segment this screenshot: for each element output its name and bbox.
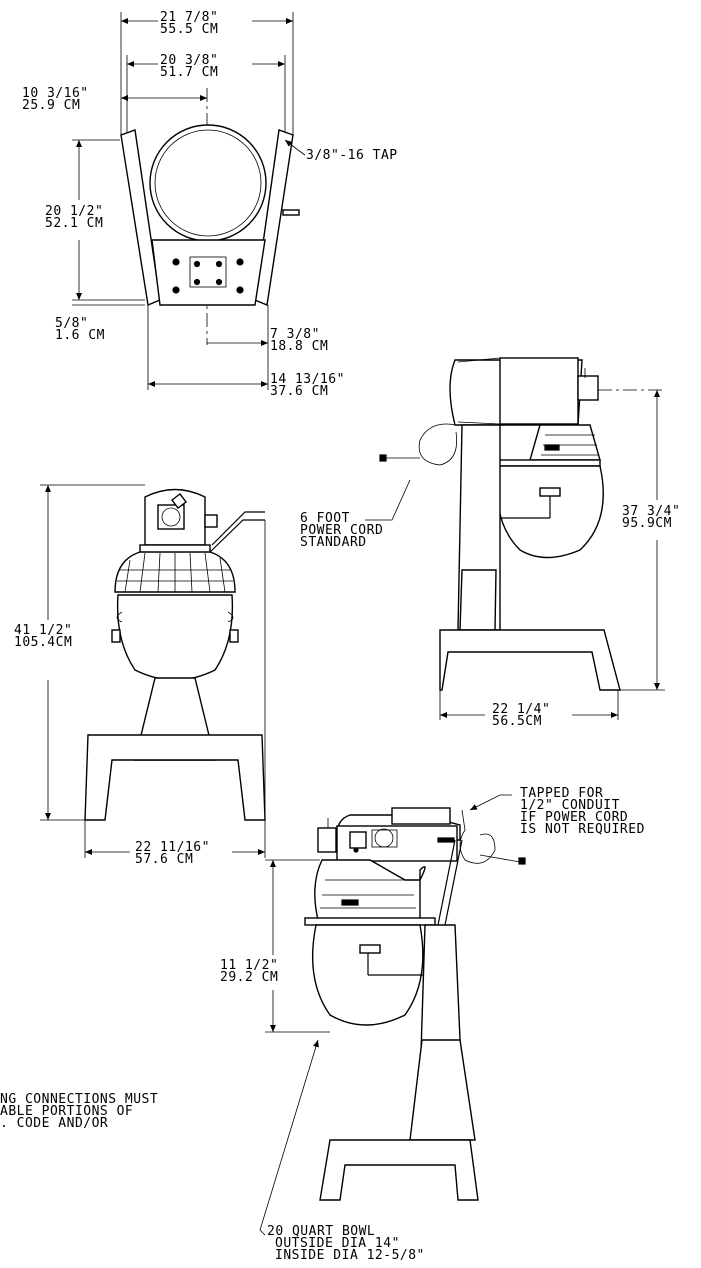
base-half-cm: 18.8 CM [270, 339, 329, 354]
side-depth-in: 22 1/4" [492, 702, 551, 717]
depth-in: 20 1/2" [45, 204, 104, 219]
bowl-height-cm: 29.2 CM [220, 970, 279, 985]
power-cord-line-3: STANDARD [300, 535, 367, 550]
offset-cm: 1.6 CM [55, 328, 105, 343]
top-view-drawing [72, 12, 306, 390]
bowl-note-line-2: OUTSIDE DIA 14" [275, 1236, 400, 1251]
tap-text: 3/8"-16 TAP [306, 148, 398, 163]
base-width-cm: 37.6 CM [270, 384, 329, 399]
inner-width-in: 20 3/8" [160, 53, 219, 68]
half-width-in: 10 3/16" [22, 86, 89, 101]
footnote-line-1: NG CONNECTIONS MUST [0, 1092, 159, 1107]
bowl-note-line-3: INSIDE DIA 12-5/8" [275, 1248, 425, 1263]
base-width-dimension: 14 13/16" 37.6 CM [270, 372, 345, 399]
offset-dimension: 5/8" 1.6 CM [55, 316, 105, 343]
side-height-cm: 95.9CM [622, 516, 672, 531]
bowl-height-dimension: 11 1/2" 29.2 CM [220, 958, 279, 985]
overall-width-dimension: 21 7/8" 55.5 CM [160, 10, 219, 37]
overall-width-in: 21 7/8" [160, 10, 219, 25]
footnote-line-2: ABLE PORTIONS OF [0, 1104, 134, 1119]
bowl-note: 20 QUART BOWL OUTSIDE DIA 14" INSIDE DIA… [267, 1224, 425, 1263]
side-height-in: 37 3/4" [622, 504, 681, 519]
side-height-dimension: 37 3/4" 95.9CM [622, 504, 681, 531]
inner-width-cm: 51.7 CM [160, 65, 219, 80]
side-view-drawing [365, 357, 665, 720]
offset-in: 5/8" [55, 316, 89, 331]
front-width-dimension: 22 11/16" 57.6 CM [135, 840, 210, 867]
conduit-line-2: 1/2" CONDUIT [520, 798, 620, 813]
base-half-dimension: 7 3/8" 18.8 CM [270, 327, 329, 354]
depth-cm: 52.1 CM [45, 216, 104, 231]
footnote-line-3: . CODE AND/OR [0, 1116, 109, 1131]
front-height-in: 41 1/2" [14, 623, 73, 638]
front-width-in: 22 11/16" [135, 840, 210, 855]
inner-width-dimension: 20 3/8" 51.7 CM [160, 53, 219, 80]
bowl-height-in: 11 1/2" [220, 958, 279, 973]
front-height-dimension: 41 1/2" 105.4CM [14, 623, 73, 650]
depth-dimension: 20 1/2" 52.1 CM [45, 204, 104, 231]
power-cord-note: 6 FOOT POWER CORD STANDARD [300, 511, 384, 550]
front-height-cm: 105.4CM [14, 635, 73, 650]
front-view-drawing [40, 484, 266, 858]
rear-view-drawing [259, 794, 526, 1236]
side-depth-dimension: 22 1/4" 56.5CM [492, 702, 551, 729]
footnote: NG CONNECTIONS MUST ABLE PORTIONS OF . C… [0, 1092, 159, 1131]
half-width-cm: 25.9 CM [22, 98, 81, 113]
conduit-note: TAPPED FOR 1/2" CONDUIT IF POWER CORD IS… [520, 786, 645, 837]
base-half-in: 7 3/8" [270, 327, 320, 342]
conduit-line-4: IS NOT REQUIRED [520, 822, 645, 837]
base-width-in: 14 13/16" [270, 372, 345, 387]
power-cord-line-2: POWER CORD [300, 523, 384, 538]
overall-width-cm: 55.5 CM [160, 22, 219, 37]
tap-label: 3/8"-16 TAP [306, 148, 398, 163]
conduit-line-3: IF POWER CORD [520, 810, 629, 825]
power-cord-line-1: 6 FOOT [300, 511, 350, 526]
side-depth-cm: 56.5CM [492, 714, 542, 729]
conduit-line-1: TAPPED FOR [520, 786, 604, 801]
front-width-cm: 57.6 CM [135, 852, 194, 867]
half-width-dimension: 10 3/16" 25.9 CM [22, 86, 89, 113]
bowl-note-line-1: 20 QUART BOWL [267, 1224, 376, 1239]
